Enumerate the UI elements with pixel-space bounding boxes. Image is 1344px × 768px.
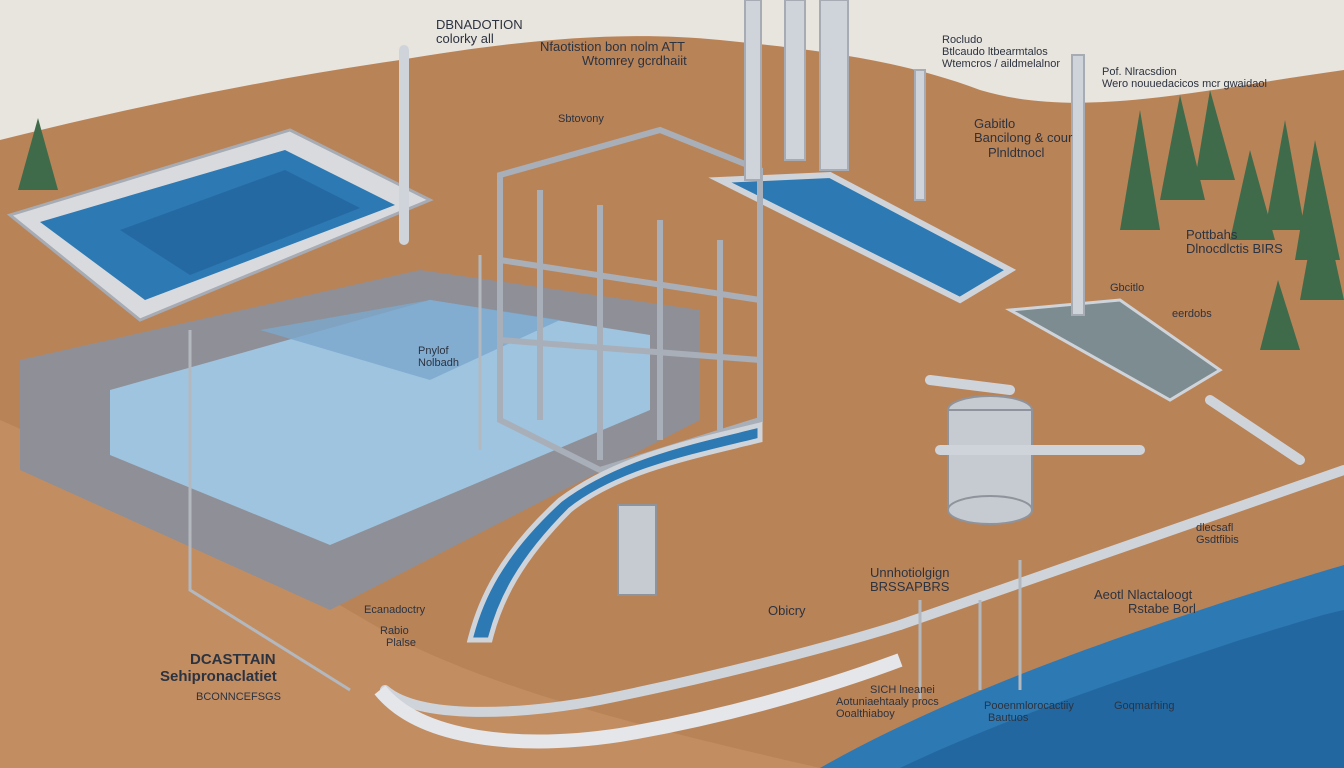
label-right-mid-line2: Dlnocdlctis BIRS	[1186, 242, 1283, 256]
label-top-right-a: Rocludo Btlcaudo ltbearmtalos Wtemcros /…	[942, 34, 1060, 70]
label-bottom-center-1-line3: Ooalthiaboy	[836, 708, 939, 720]
label-bottom-center-2-line2: Bautuos	[988, 712, 1074, 724]
label-lower-left-1: Ecanadoctry	[364, 604, 425, 616]
label-lower-right-1: dlecsafl Gsdtfibis	[1196, 522, 1239, 546]
label-lower-left-2: Rabio Plalse	[380, 625, 416, 649]
label-right-small-1: Gbcitlo	[1110, 282, 1144, 294]
label-lower-center-1: Unnhotiolgign BRSSAPBRS	[870, 566, 950, 595]
label-lower-center-1-line1: Unnhotiolgign	[870, 566, 950, 580]
label-top-center-line2: Wtomrey gcrdhaiit	[582, 54, 687, 68]
label-right-mid: Pottbahs Dlnocdlctis BIRS	[1186, 228, 1283, 257]
label-bottom-center-2-line1: Pooenmlorocactiiy	[984, 700, 1074, 712]
label-lower-right-1-line1: dlecsafl	[1196, 522, 1239, 534]
label-right-small-2-text: eerdobs	[1172, 308, 1212, 320]
label-left-mid: Sbtovony	[558, 113, 604, 125]
label-bottom-left-line1: DCASTTAIN	[190, 652, 281, 669]
label-lower-center-2-text: Obicry	[768, 603, 806, 618]
label-top-right-a-line1: Rocludo	[942, 34, 1060, 46]
label-bottom-right-1-text: Goqmarhing	[1114, 700, 1175, 712]
label-top-center-line1: Nfaotistion bon nolm ATT	[540, 40, 687, 54]
label-top-left-line1: DBNADOTION	[436, 18, 523, 32]
label-left-mid-text: Sbtovony	[558, 113, 604, 125]
label-right-mid-line1: Pottbahs	[1186, 228, 1283, 242]
label-lower-right-1-line2: Gsdtfibis	[1196, 534, 1239, 546]
label-lower-left-2-line2: Plalse	[386, 637, 416, 649]
label-bottom-center-1-line2: Aotuniaehtaaly procs	[836, 696, 939, 708]
label-top-right-a-line2: Btlcaudo ltbearmtalos	[942, 46, 1060, 58]
label-bottom-left-line2: Sehipronaclatiet	[160, 669, 281, 686]
label-right-upper-line1: Gabitlo	[974, 117, 1072, 131]
label-bottom-left: DCASTTAIN Sehipronaclatiet BCONNCEFSGS	[160, 652, 281, 703]
label-top-right-b-line1: Pof. Nlracsdion	[1102, 66, 1267, 78]
label-bottom-left-line3: BCONNCEFSGS	[196, 691, 281, 703]
label-right-lower-line1: Aeotl Nlactaloogt	[1094, 588, 1196, 602]
label-lower-left-1-text: Ecanadoctry	[364, 604, 425, 616]
label-center-small: Pnylof Nolbadh	[418, 345, 459, 369]
label-right-small-1-text: Gbcitlo	[1110, 282, 1144, 294]
label-bottom-right-1: Goqmarhing	[1114, 700, 1175, 712]
label-top-left-line2: colorky all	[436, 32, 523, 46]
label-top-right-b: Pof. Nlracsdion Wero nouuedacicos mcr gw…	[1102, 66, 1267, 90]
label-top-right-b-line2: Wero nouuedacicos mcr gwaidaol	[1102, 78, 1267, 90]
label-bottom-center-1: SICH lneanei Aotuniaehtaaly procs Ooalth…	[836, 684, 939, 720]
label-right-lower: Aeotl Nlactaloogt Rstabe Borl	[1094, 588, 1196, 617]
label-right-upper-line2: Bancilong & cour	[974, 131, 1072, 145]
label-lower-left-2-line1: Rabio	[380, 625, 416, 637]
label-bottom-center-2: Pooenmlorocactiiy Bautuos	[984, 700, 1074, 724]
label-top-right-a-line3: Wtemcros / aildmelalnor	[942, 58, 1060, 70]
label-center-small-line1: Pnylof	[418, 345, 459, 357]
label-right-small-2: eerdobs	[1172, 308, 1212, 320]
label-top-left: DBNADOTION colorky all	[436, 18, 523, 47]
label-right-upper-line3: Plnldtnocl	[988, 146, 1072, 160]
label-lower-center-2: Obicry	[768, 604, 806, 618]
label-bottom-center-1-line1: SICH lneanei	[870, 684, 939, 696]
label-lower-center-1-line2: BRSSAPBRS	[870, 580, 950, 594]
label-top-center: Nfaotistion bon nolm ATT Wtomrey gcrdhai…	[540, 40, 687, 69]
label-right-upper: Gabitlo Bancilong & cour Plnldtnocl	[974, 117, 1072, 160]
label-right-lower-line2: Rstabe Borl	[1128, 602, 1196, 616]
label-center-small-line2: Nolbadh	[418, 357, 459, 369]
